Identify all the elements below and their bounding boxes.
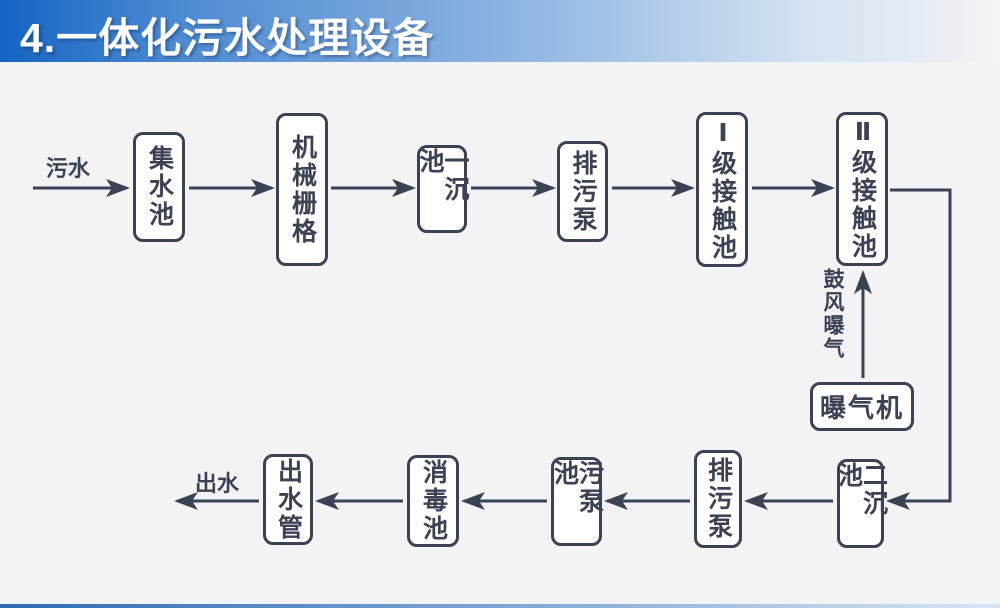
node-level1-contact-tank-label: Ⅰ级接触池 xyxy=(708,117,737,262)
page-title: 4.一体化污水处理设备 xyxy=(20,15,435,61)
title-bar: 4.一体化污水处理设备 xyxy=(0,0,1000,62)
outflow-label: 出水 xyxy=(195,471,240,496)
node-sewage-pump-bottom: 排污泵 xyxy=(694,450,742,548)
node-disinfection-tank-label: 消毒池 xyxy=(419,459,448,543)
node-aerator: 曝气机 xyxy=(810,382,914,431)
node-outlet-pipe: 出水管 xyxy=(263,454,313,545)
node-mechanical-grid: 机械栅格 xyxy=(276,113,328,266)
node-sewage-pump-top: 排污泵 xyxy=(557,141,608,242)
node-primary-sedimentation-label: 一沉池 xyxy=(416,148,469,204)
node-sludge-pump-tank-label: 污泵池 xyxy=(550,460,604,516)
node-disinfection-tank: 消毒池 xyxy=(407,455,459,547)
node-mechanical-grid-label: 机械栅格 xyxy=(288,133,317,246)
footer-accent-bar xyxy=(0,604,1000,608)
node-collection-tank-label: 集水池 xyxy=(145,145,174,229)
node-level2-contact-tank-label: Ⅱ级接触池 xyxy=(848,117,877,261)
node-level1-contact-tank: Ⅰ级接触池 xyxy=(696,112,748,267)
node-sewage-pump-bottom-label: 排污泵 xyxy=(704,457,733,541)
node-outlet-pipe-label: 出水管 xyxy=(274,457,303,542)
aeration-label: 鼓风曝气 xyxy=(821,268,844,360)
connector-level2-to-secondary xyxy=(886,188,952,510)
node-primary-sedimentation-tank: 一沉池 xyxy=(416,145,469,233)
node-sludge-pump-tank: 污泵池 xyxy=(550,457,604,546)
node-collection-tank: 集水池 xyxy=(133,132,185,242)
node-secondary-sedimentation-label: 二沉池 xyxy=(834,462,888,518)
node-level2-contact-tank: Ⅱ级接触池 xyxy=(836,112,888,266)
node-secondary-sedimentation-tank: 二沉池 xyxy=(834,459,888,548)
node-aerator-label: 曝气机 xyxy=(819,393,904,423)
node-sewage-pump-top-label: 排污泵 xyxy=(569,149,597,234)
inflow-label: 污水 xyxy=(46,156,91,181)
